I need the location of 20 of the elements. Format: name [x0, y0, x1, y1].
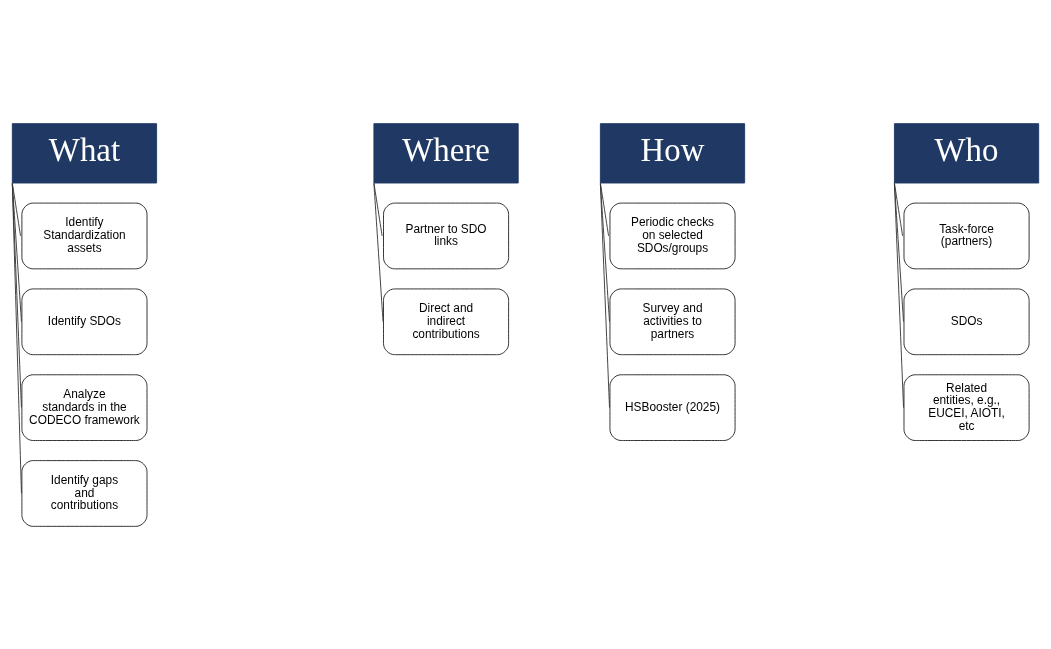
- node-box: Related entities, e.g., EUCEI, AIOTI, etc: [903, 373, 1030, 441]
- node-box: Task-force (partners): [903, 202, 1030, 269]
- node-box: Who: [893, 122, 1040, 183]
- connector: [893, 182, 904, 408]
- node-box: Analyze standards in the CODECO framework: [21, 373, 148, 441]
- node-box: Periodic checks on selected SDOs/groups: [609, 202, 736, 269]
- connector: [11, 182, 22, 494]
- node-box: Identify SDOs: [21, 287, 148, 355]
- connector: [373, 182, 384, 322]
- node-box: SDOs: [903, 287, 1030, 355]
- node-box: HSBooster (2025): [609, 373, 736, 441]
- node-box: Survey and activities to partners: [609, 287, 736, 355]
- node-box: How: [599, 122, 746, 183]
- node-box: Where: [373, 122, 519, 183]
- connector: [599, 182, 610, 408]
- node-box: Partner to SDO links: [383, 202, 510, 269]
- node-box: Identify gaps and contributions: [21, 459, 148, 527]
- node-box: Identify Standardization assets: [21, 202, 148, 269]
- node-box: Direct and indirect contributions: [383, 287, 510, 355]
- node-box: What: [11, 122, 158, 183]
